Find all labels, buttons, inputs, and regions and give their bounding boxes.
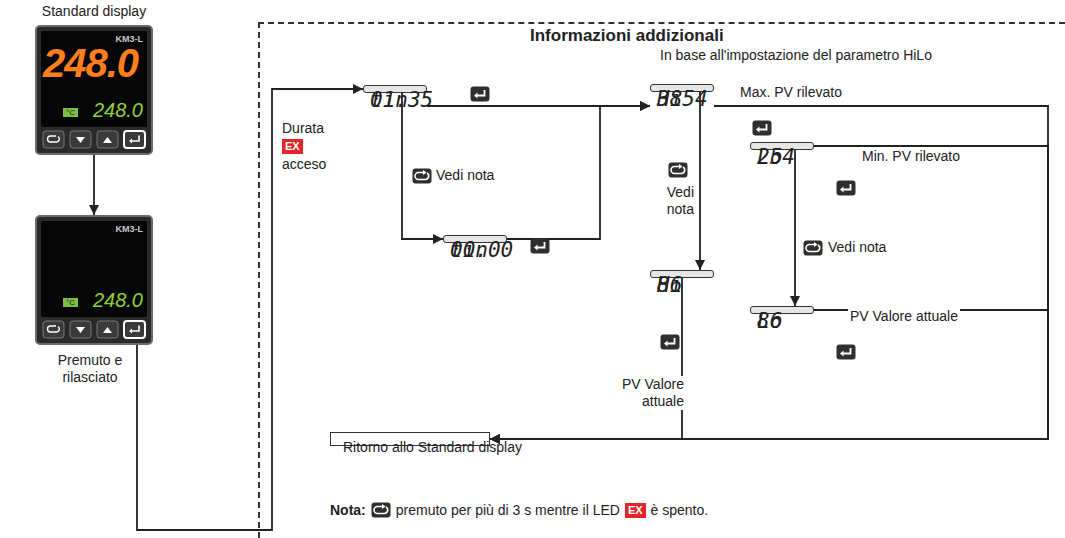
note-text: è spento. [651, 502, 709, 519]
device-button [97, 321, 118, 338]
device-screen [41, 221, 147, 317]
edge-label: Vedi nota [434, 167, 496, 184]
node-text: In base all'impostazione del parametro H… [660, 47, 932, 63]
device-button [70, 131, 91, 148]
node-text: 3854 [657, 88, 708, 111]
flow-arrow [507, 106, 650, 239]
return-box: Ritorno allo Standard display [330, 432, 490, 446]
flow-arrow [490, 106, 1048, 439]
enter-key-icon [661, 335, 680, 350]
loop-key-icon [804, 241, 823, 256]
flow-arrow [490, 278, 682, 439]
node-text: 248.0 [93, 99, 143, 122]
display-box: Hi86 [650, 270, 714, 278]
edge-label: Min. PV rilevato [860, 148, 962, 165]
node-text: °C [63, 298, 78, 307]
annotation-text: Premuto e rilasciato [46, 352, 134, 386]
edge-label: PV Valore attuale [848, 308, 960, 325]
device-button [43, 131, 64, 148]
device-button [124, 131, 145, 148]
device-button [97, 131, 118, 148]
flow-arrow [93, 155, 95, 215]
node-title: Ritorno allo Standard display [343, 439, 522, 456]
controller-device: Standard displayKM3-L248.0°C248.0 [35, 25, 153, 155]
flow-arrow [490, 310, 1048, 439]
note-text: premuto per più di 3 s mentre il LED [396, 502, 620, 519]
enter-key-icon [531, 239, 550, 254]
controller-device: KM3-L °C 248.0 [35, 215, 153, 345]
annotation-text: Durata [282, 120, 324, 137]
node-text: KM3-L [116, 224, 144, 234]
display-box: tin00.00 [443, 235, 507, 243]
label-group: Nota: premuto per più di 3 s mentre il LE… [330, 502, 708, 519]
flow-arrow [490, 146, 1048, 439]
edge-label: Max. PV rilevato [738, 84, 844, 101]
edge-label: Vedi nota [826, 239, 888, 256]
led-badge: EX [282, 139, 303, 154]
display-box: Lo86 [750, 306, 814, 314]
label-group: Premuto e rilasciato [46, 352, 134, 386]
node-text: 01.35 [370, 89, 433, 112]
node-text: 86 [657, 274, 682, 297]
note-text: Nota: [330, 502, 366, 519]
device-face [37, 217, 151, 343]
loop-key-icon [669, 163, 688, 178]
edge-label: Vedi nota [646, 184, 696, 218]
node-text: 254 [757, 146, 795, 169]
node-text: °C [63, 108, 78, 117]
device-screen [41, 31, 147, 127]
loop-key-icon [413, 169, 432, 184]
flow-arrow [699, 92, 701, 270]
flow-arrow [402, 93, 443, 239]
node-title: Informazioni addizionali [530, 26, 724, 46]
display-box: tin01.35 [363, 85, 427, 93]
enter-key-icon [837, 181, 856, 196]
node-text: 86 [757, 310, 782, 333]
loop-key-icon [371, 502, 391, 518]
enter-key-icon [753, 121, 772, 136]
annotation-text: acceso [282, 156, 326, 173]
edge-label: PV Valore attuale [596, 376, 686, 410]
flow-arrow [794, 150, 796, 306]
node-text: 248.0 [93, 289, 143, 312]
info-region: Informazioni addizionaliIn base all'impo… [258, 22, 1065, 538]
enter-key-icon [471, 87, 490, 102]
enter-key-icon [837, 345, 856, 360]
led-badge: EX [625, 503, 646, 518]
device-button [124, 321, 145, 338]
label-group: DurataEX acceso [282, 120, 326, 173]
node-text: Standard display [17, 3, 171, 19]
node-text: 00.00 [450, 239, 513, 262]
device-button [43, 321, 64, 338]
node-text: 248.0 [43, 41, 138, 86]
flow-arrow [137, 89, 363, 530]
device-button [70, 321, 91, 338]
display-box: Hi3854 [650, 84, 714, 92]
display-box: Lo254 [750, 142, 814, 150]
